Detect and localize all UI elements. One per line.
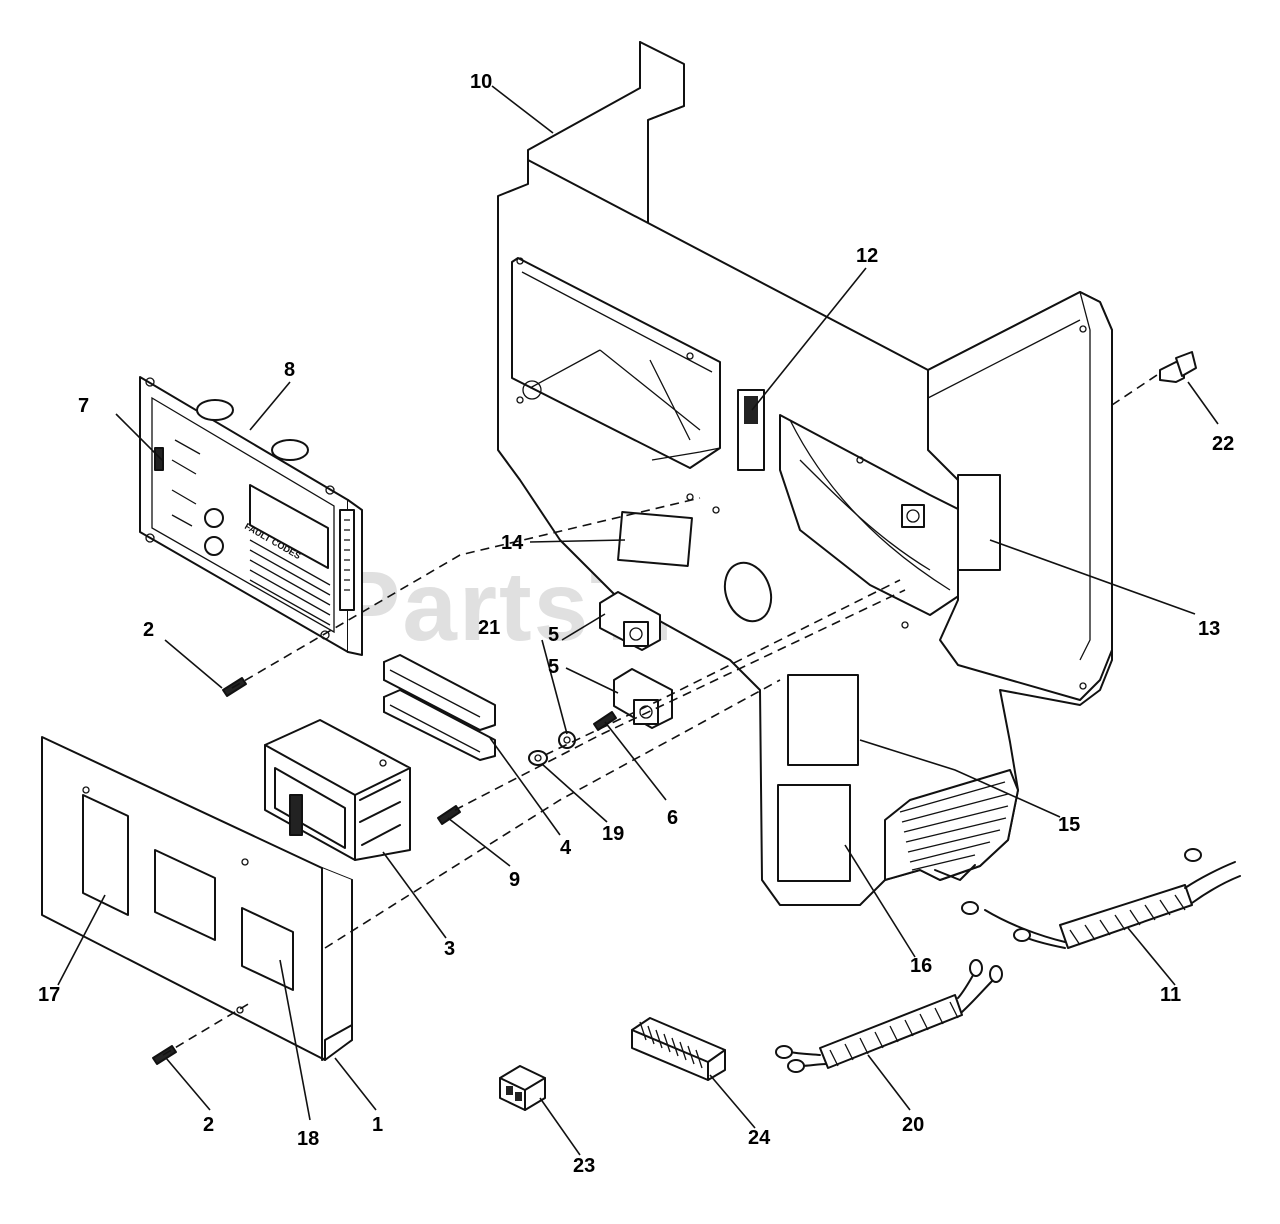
callout-11: 11: [1160, 984, 1181, 1006]
callout-12: 12: [856, 245, 878, 267]
callout-5-lower: 5: [548, 656, 559, 678]
bolt-22[interactable]: [1159, 351, 1197, 383]
callout-15: 15: [1058, 814, 1080, 836]
wire-harness-11[interactable]: [961, 848, 1241, 949]
decal-16: [777, 784, 851, 882]
wire-harness-20[interactable]: [775, 959, 1003, 1073]
callout-7: 7: [78, 395, 89, 417]
screw-9[interactable]: [437, 805, 461, 825]
decal-14: [617, 511, 693, 567]
callout-2-upper: 2: [143, 619, 154, 641]
decal-18: [241, 907, 294, 991]
callout-1: 1: [372, 1114, 383, 1136]
terminal-block-upper[interactable]: [599, 591, 661, 651]
callout-24: 24: [748, 1127, 771, 1149]
decal-13: [957, 474, 1001, 571]
callout-5-upper: 5: [548, 624, 559, 646]
callout-8: 8: [284, 359, 295, 381]
callout-4: 4: [560, 837, 572, 859]
front-panel-plate[interactable]: [41, 736, 353, 1061]
callout-16: 16: [910, 955, 932, 977]
terminal-block-lower[interactable]: [613, 668, 673, 729]
screw-6[interactable]: [593, 711, 617, 731]
housing-frame[interactable]: [497, 41, 1113, 906]
callout-2-lower: 2: [203, 1114, 214, 1136]
callout-23: 23: [573, 1155, 595, 1177]
control-panel-board[interactable]: FAULT CODES: [139, 376, 363, 656]
decal-17: [82, 794, 129, 916]
assembly-lines: [162, 372, 1161, 1056]
callout-3: 3: [444, 938, 455, 960]
connector-24[interactable]: [631, 1017, 726, 1081]
callout-10: 10: [470, 71, 492, 93]
callout-19: 19: [602, 823, 624, 845]
callout-18: 18: [297, 1128, 319, 1150]
nut-19[interactable]: [528, 750, 548, 766]
callout-22: 22: [1212, 433, 1234, 455]
callout-13: 13: [1198, 618, 1220, 640]
circuit-breaker[interactable]: [264, 719, 411, 861]
decal-15: [787, 674, 859, 766]
callout-21: 21: [478, 617, 500, 639]
breaker-brackets[interactable]: [383, 654, 496, 761]
connector-23[interactable]: [499, 1065, 546, 1111]
callout-20: 20: [902, 1114, 924, 1136]
lock-washer-21[interactable]: [558, 731, 576, 749]
callout-17: 17: [38, 984, 60, 1006]
callout-9: 9: [509, 869, 520, 891]
callout-6: 6: [667, 807, 678, 829]
callout-labels: 10 12 8 7 22 14 13 2 21 5 5 15 6 19 4 9 …: [38, 71, 1234, 1177]
leader-lines: [57, 85, 1219, 1156]
callout-14: 14: [501, 532, 524, 554]
